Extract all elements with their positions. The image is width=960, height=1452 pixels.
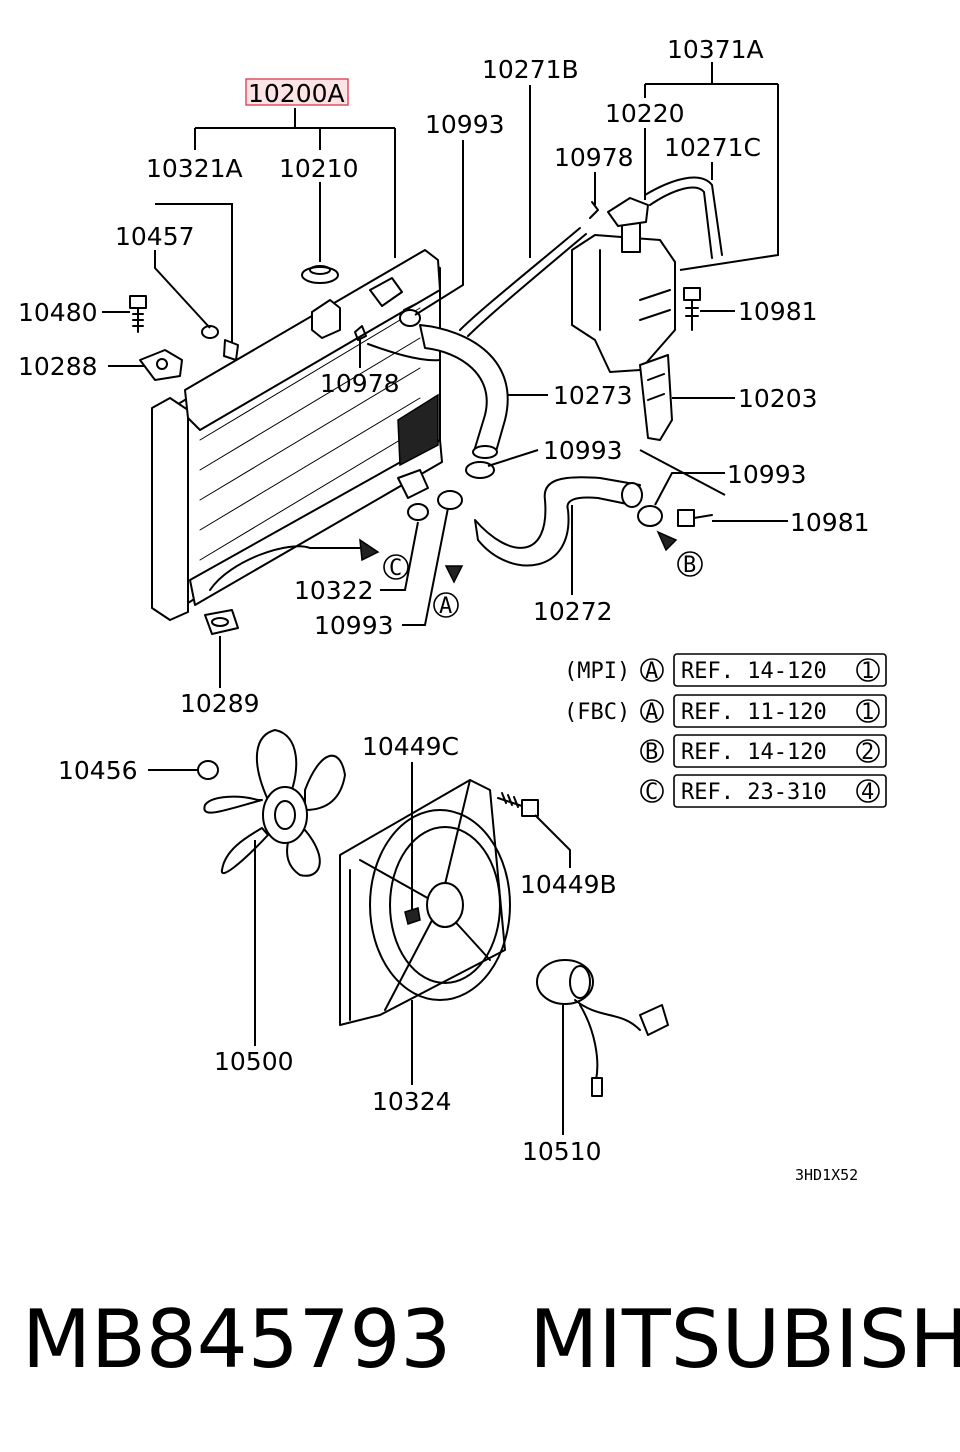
label-10981-top[interactable]: 10981	[738, 297, 818, 326]
bolt-icon	[129, 295, 147, 333]
label-10993-top[interactable]: 10993	[425, 110, 505, 139]
callout-labels: 10200A 10321A 10210 10457 10480 10288 10…	[18, 35, 870, 1166]
reference-variant: (MPI)	[564, 659, 630, 684]
label-10457[interactable]: 10457	[115, 222, 195, 251]
reference-row[interactable]: B REF. 14-120 2	[640, 734, 887, 768]
lower-grommet-icon	[204, 609, 239, 635]
label-10510[interactable]: 10510	[522, 1137, 602, 1166]
brand-name: MITSUBISHI	[529, 1293, 960, 1386]
clip-icon	[354, 325, 367, 341]
upper-hose-icon	[419, 324, 509, 459]
tank-bolt-icon	[683, 287, 701, 331]
bolt-icon	[677, 509, 713, 527]
parts-diagram: 10200A 10321A 10210 10457 10480 10288 10…	[18, 35, 887, 1184]
label-10289[interactable]: 10289	[180, 689, 260, 718]
radiator-cap-icon	[301, 265, 339, 284]
reference-table: (MPI) A REF. 14-120 1 (FBC) A REF. 11-12…	[564, 653, 887, 808]
label-10271B[interactable]: 10271B	[482, 55, 579, 84]
diagram-code: 3HD1X52	[795, 1166, 858, 1184]
reference-marker: A	[645, 700, 658, 725]
label-10456[interactable]: 10456	[58, 756, 138, 785]
circled-markers: C A B	[383, 551, 703, 619]
marker-c[interactable]: C	[389, 556, 402, 581]
reference-text: REF. 11-120	[681, 700, 827, 725]
marker-b[interactable]: B	[683, 553, 696, 578]
reserve-tank-hose-icon	[459, 227, 581, 331]
fan-bolt-icon	[197, 760, 219, 780]
label-10371A[interactable]: 10371A	[667, 35, 764, 64]
label-10273[interactable]: 10273	[553, 381, 633, 410]
screw-icon	[404, 907, 421, 925]
cooling-fan-icon	[203, 729, 346, 877]
label-10993-bottom[interactable]: 10993	[314, 611, 394, 640]
caption: MB845793 MITSUBISHI	[22, 1290, 960, 1390]
reference-variant: (FBC)	[564, 700, 630, 725]
marker-a[interactable]: A	[439, 594, 452, 619]
reserve-tank-bracket-icon	[639, 354, 673, 441]
shroud-bolt-icon	[497, 792, 539, 817]
label-10272[interactable]: 10272	[533, 597, 613, 626]
label-10288[interactable]: 10288	[18, 352, 98, 381]
reference-text: REF. 14-120	[681, 659, 827, 684]
grommet-icon	[201, 325, 239, 361]
reserve-tank-hose-inner-icon	[467, 233, 587, 337]
label-10322[interactable]: 10322	[294, 576, 374, 605]
part-number: MB845793	[22, 1293, 452, 1386]
label-10978-left[interactable]: 10978	[320, 369, 400, 398]
label-10480[interactable]: 10480	[18, 298, 98, 327]
reference-marker: B	[645, 740, 658, 765]
overflow-hose-icon	[367, 343, 441, 362]
highlighted-part-box	[245, 78, 349, 106]
label-10271C[interactable]: 10271C	[664, 133, 761, 162]
label-10449C[interactable]: 10449C	[362, 732, 459, 761]
label-10210[interactable]: 10210	[279, 154, 359, 183]
reference-page: 1	[861, 659, 874, 684]
reference-row[interactable]: (FBC) A REF. 11-120 1	[564, 694, 887, 728]
label-10200A[interactable]: 10200A	[248, 79, 345, 108]
label-10203[interactable]: 10203	[738, 384, 818, 413]
reference-row[interactable]: C REF. 23-310 4	[640, 774, 887, 808]
reference-text: REF. 23-310	[681, 780, 827, 805]
leader-lines	[102, 62, 788, 1135]
label-10500[interactable]: 10500	[214, 1047, 294, 1076]
label-10324[interactable]: 10324	[372, 1087, 452, 1116]
reserve-tank	[571, 176, 723, 373]
reference-text: REF. 14-120	[681, 740, 827, 765]
mount-bracket-icon	[139, 349, 183, 381]
label-10993-middle[interactable]: 10993	[543, 436, 623, 465]
label-10220[interactable]: 10220	[605, 99, 685, 128]
reference-row[interactable]: (MPI) A REF. 14-120 1	[564, 653, 887, 687]
reference-page: 1	[861, 700, 874, 725]
label-10981-bottom[interactable]: 10981	[790, 508, 870, 537]
fan-shroud-icon	[339, 779, 511, 1026]
reference-marker: A	[645, 659, 658, 684]
reference-marker: C	[645, 780, 658, 805]
label-10449B[interactable]: 10449B	[520, 870, 617, 899]
label-10993-right[interactable]: 10993	[727, 460, 807, 489]
reference-page: 4	[861, 780, 874, 805]
fan-motor-icon	[536, 959, 669, 1097]
lower-hose-clamp-icon	[407, 461, 663, 527]
lower-hose-icon	[474, 476, 643, 567]
reference-page: 2	[861, 740, 874, 765]
label-10978-top[interactable]: 10978	[554, 143, 634, 172]
label-10321A[interactable]: 10321A	[146, 154, 243, 183]
